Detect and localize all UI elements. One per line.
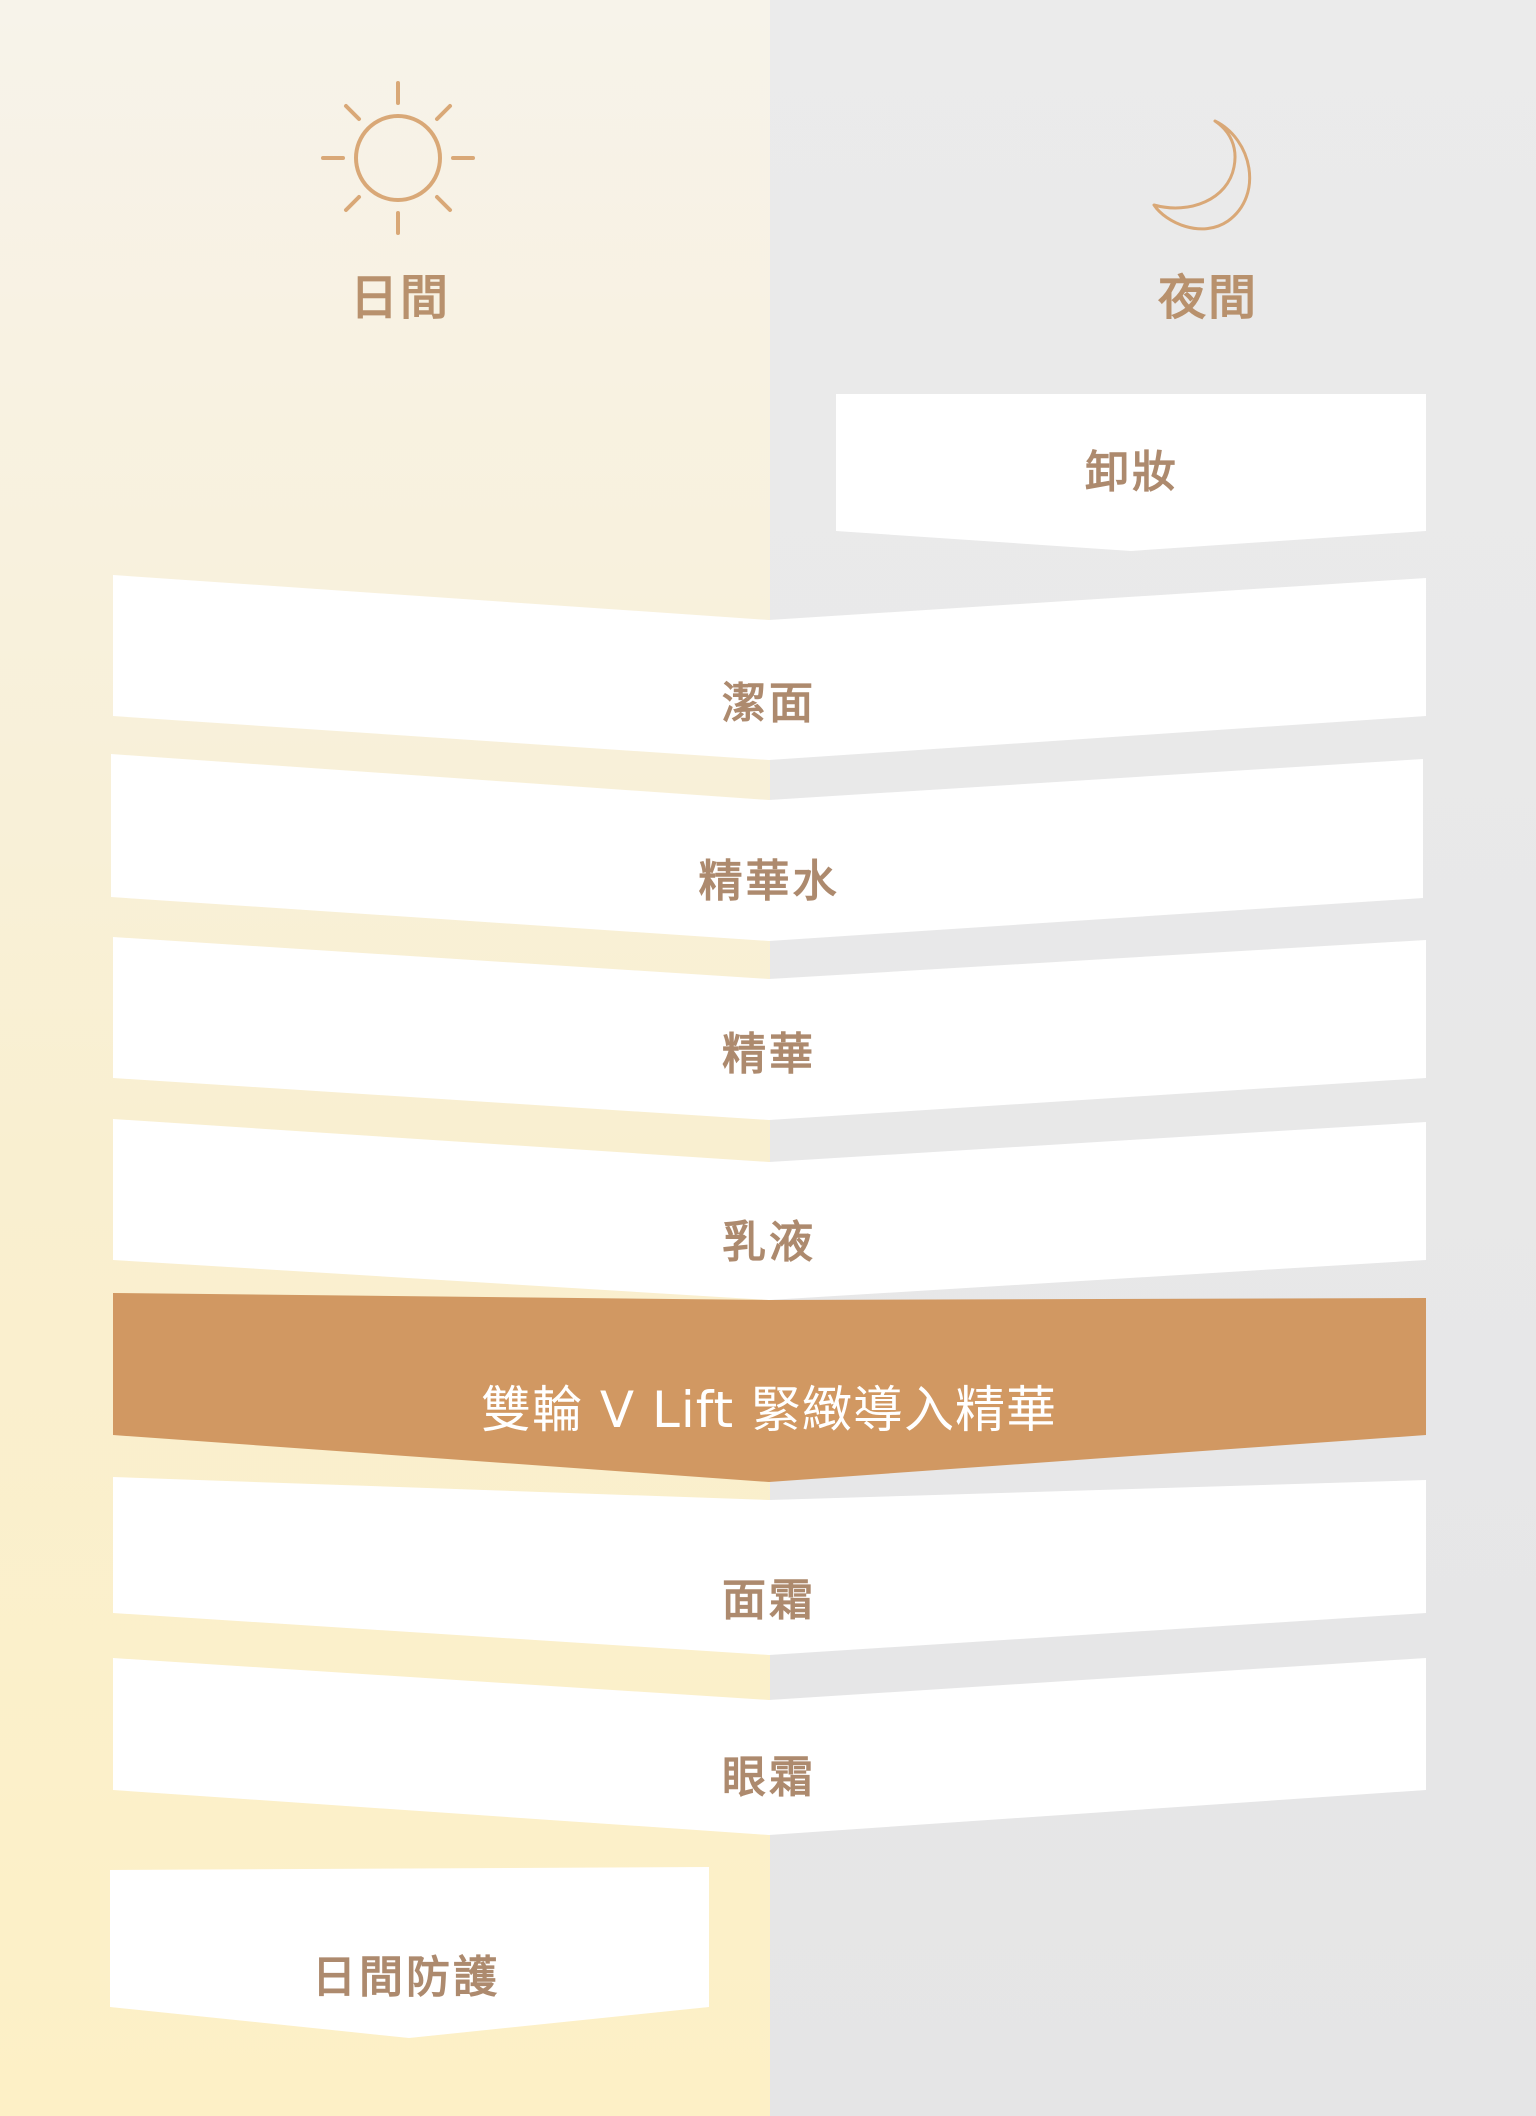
step-box-day-protection <box>110 1867 709 2038</box>
step-day-protection: 日間防護 <box>312 1952 500 2003</box>
day-title: 日間 <box>349 270 450 326</box>
night-title: 夜間 <box>1157 270 1258 326</box>
step-box-vlift-serum <box>113 1293 1426 1482</box>
step-box-toner <box>111 754 1423 941</box>
step-makeup-removal: 卸妝 <box>1085 447 1179 498</box>
step-vlift-serum: 雙輪 V Lift 緊緻導入精華 <box>481 1381 1057 1439</box>
sun-icon <box>321 81 475 235</box>
step-box-cream <box>113 1477 1426 1655</box>
step-eye-cream: 眼霜 <box>722 1752 816 1803</box>
step-emulsion: 乳液 <box>722 1217 816 1268</box>
step-box-essence <box>113 937 1426 1120</box>
step-box-makeup-removal <box>836 394 1426 551</box>
step-cream: 面霜 <box>722 1575 816 1626</box>
step-box-emulsion <box>113 1119 1426 1300</box>
step-box-eye-cream <box>113 1658 1426 1835</box>
step-essence: 精華 <box>722 1029 816 1080</box>
moon-icon <box>1152 119 1252 231</box>
step-box-cleanser <box>113 575 1426 760</box>
step-toner: 精華水 <box>698 856 840 907</box>
step-cleanser: 潔面 <box>722 678 816 729</box>
